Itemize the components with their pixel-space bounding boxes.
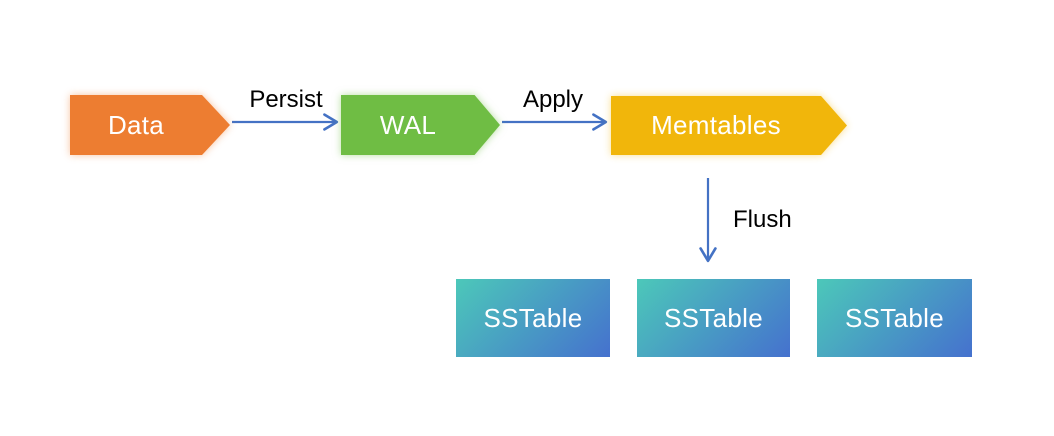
sstable-1-label: SSTable	[483, 302, 583, 333]
apply-edge-label: Apply	[522, 86, 584, 113]
node-data: Data	[70, 95, 230, 155]
node-memtables: Memtables	[611, 96, 847, 155]
node-sstable-2: SSTable	[637, 279, 790, 357]
data-node-label: Data	[107, 109, 165, 140]
wal-node-label: WAL	[379, 109, 437, 140]
wal-pentagon-shape: WAL	[341, 95, 500, 155]
persist-edge-label: Persist	[249, 86, 323, 113]
sstable-3-label: SSTable	[845, 302, 944, 333]
memtables-pentagon-shape: Memtables	[611, 96, 847, 155]
flush-edge-label: Flush	[733, 206, 792, 233]
node-wal: WAL	[341, 95, 500, 155]
data-pentagon-shape: Data	[70, 95, 230, 155]
node-sstable-3: SSTable	[817, 279, 972, 357]
memtables-node-label: Memtables	[651, 110, 781, 140]
sstable-2-label: SSTable	[664, 302, 763, 333]
node-sstable-1: SSTable	[456, 279, 610, 357]
